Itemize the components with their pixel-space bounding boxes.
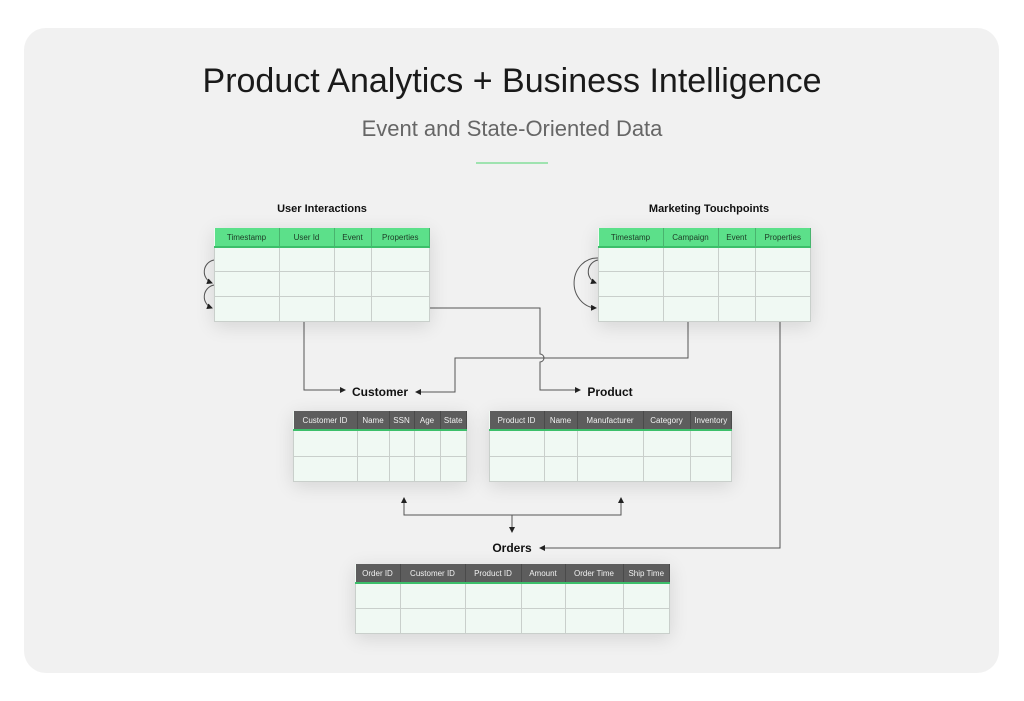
table-row [598,246,811,272]
column-header: Order Time [565,564,624,584]
connector-campaign-customer [415,308,689,395]
table-row [214,295,430,322]
column-header: Product ID [489,411,545,431]
connector-mt-properties-orders [539,308,781,551]
table-row [489,429,732,457]
table-title-customer: Customer [351,385,409,399]
column-header: Campaign [663,228,719,248]
divider [476,162,548,164]
table-row [598,270,811,297]
column-header: Customer ID [293,411,358,431]
table-row [214,246,430,272]
column-header: Category [643,411,691,431]
table-row [355,582,670,609]
loop-mt-1 [587,259,599,285]
table-title-marketing-touchpoints: Marketing Touchpoints [648,203,770,215]
column-header: Name [357,411,390,431]
column-header: Product ID [465,564,522,584]
column-header: Name [544,411,578,431]
table-row [355,607,670,634]
page-subtitle: Event and State-Oriented Data [361,116,663,141]
table-row [293,429,467,457]
column-header: Inventory [690,411,732,431]
page-title: Product Analytics + Business Intelligenc… [202,62,822,100]
column-header: User Id [279,228,335,248]
table-row [293,455,467,482]
column-header: Customer ID [400,564,466,584]
loop-mt-2 [573,257,599,311]
column-header: State [440,411,467,431]
table-row [598,295,811,322]
column-header: Properties [755,228,811,248]
loop-ui-1 [203,259,215,285]
connector-userid-customer [303,308,346,393]
table-title-user-interactions: User Interactions [277,203,367,215]
table-row [489,455,732,482]
table-title-orders: Orders [492,541,532,555]
column-header: Age [414,411,441,431]
table-row [214,270,430,297]
column-header: Event [718,228,756,248]
column-header: Timestamp [214,228,280,248]
column-header: Event [334,228,372,248]
column-header: Timestamp [598,228,664,248]
table-title-product: Product [587,385,633,399]
connector-orders-customer-product [403,500,622,516]
column-header: Properties [371,228,430,248]
column-header: Manufacturer [577,411,644,431]
column-header: Ship Time [623,564,670,584]
loop-ui-2 [203,284,215,310]
column-header: SSN [389,411,415,431]
column-header: Order ID [355,564,401,584]
column-header: Amount [521,564,566,584]
